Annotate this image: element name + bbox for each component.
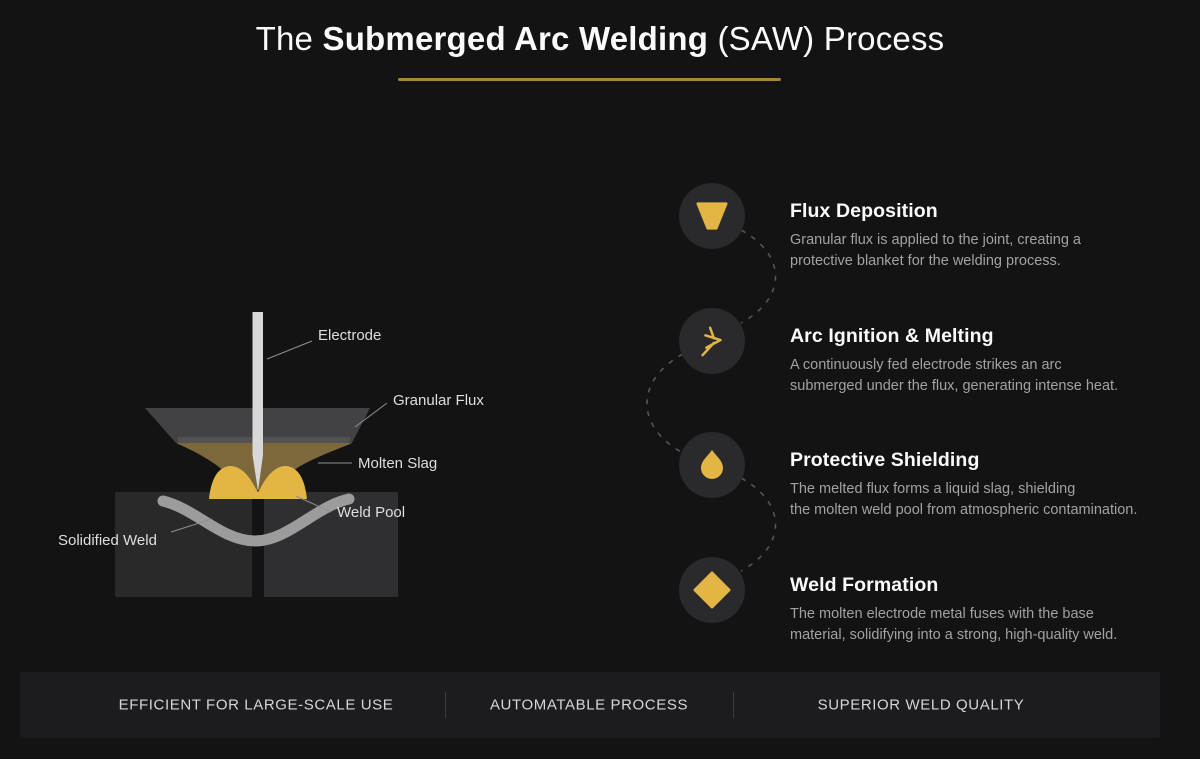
step-description-line: submerged under the flux, generating int…	[790, 377, 1119, 394]
electrode-label: Electrode	[318, 327, 381, 344]
step-flux-deposition: Flux Deposition Granular flux is applied…	[679, 183, 1081, 271]
step-title: Weld Formation	[790, 574, 939, 596]
footer-divider	[445, 692, 446, 718]
step-description: The molten electrode metal fuses with th…	[790, 604, 1117, 645]
step-protective-shielding: Protective Shielding The melted flux for…	[679, 432, 1137, 520]
benefit-automatable: AUTOMATABLE PROCESS	[489, 696, 689, 714]
molten-slag-label: Molten Slag	[358, 455, 437, 472]
title-prefix: The	[255, 20, 323, 57]
electrode-leader-line	[266, 340, 313, 360]
title-suffix: (SAW) Process	[708, 20, 945, 57]
solidified-weld-label: Solidified Weld	[58, 532, 157, 549]
weld-diamond-icon	[693, 571, 731, 609]
step-2-text: Arc Ignition & Melting A continuously fe…	[790, 308, 1118, 396]
granular-flux-edge	[178, 437, 350, 443]
step-description-line: The melted flux forms a liquid slag, shi…	[790, 481, 1076, 497]
benefit-large-scale: EFFICIENT FOR LARGE-SCALE USE	[118, 696, 394, 714]
step-title: Protective Shielding	[790, 449, 980, 471]
step-title: Flux Deposition	[790, 200, 938, 222]
footer-divider	[733, 692, 734, 718]
step-description-line: A continuously fed electrode strikes an …	[790, 357, 1062, 373]
step-description-line: Granular flux is applied to the joint, c…	[790, 232, 1081, 248]
solidified-weld-bead	[157, 493, 355, 547]
title-highlight: Submerged Arc Welding	[322, 20, 709, 57]
benefits-bar: EFFICIENT FOR LARGE-SCALE USE AUTOMATABL…	[20, 672, 1160, 738]
dashed-connector-2	[646, 353, 684, 454]
molten-slag-shape	[176, 443, 352, 491]
flux-funnel-icon	[696, 202, 728, 230]
dashed-connector-1	[740, 229, 777, 324]
step-description-line: material, solidifying into a strong, hig…	[790, 626, 1118, 643]
step-description-line: The molten electrode metal fuses with th…	[790, 606, 1094, 622]
electrode-shape	[252, 312, 263, 491]
step-1-text: Flux Deposition Granular flux is applied…	[790, 183, 1081, 271]
benefit-weld-quality: SUPERIOR WELD QUALITY	[817, 696, 1025, 714]
step-description: A continuously fed electrode strikes an …	[790, 355, 1118, 396]
step-3-text: Protective Shielding The melted flux for…	[790, 432, 1137, 520]
weld-pool-leader-line	[295, 495, 332, 513]
step-title: Arc Ignition & Melting	[790, 325, 994, 347]
step-description: Granular flux is applied to the joint, c…	[790, 230, 1081, 271]
title-underline	[398, 78, 781, 81]
step-2-circle	[679, 308, 745, 374]
weld-pool-shape	[209, 465, 307, 499]
step-3-circle	[679, 432, 745, 498]
step-4-text: Weld Formation The molten electrode meta…	[790, 557, 1117, 645]
granular-flux-leader-line	[354, 402, 388, 428]
step-1-circle	[679, 183, 745, 249]
granular-flux-label: Granular Flux	[393, 392, 484, 409]
arc-spark-icon	[701, 326, 722, 357]
dashed-connector-3	[740, 477, 777, 572]
step-description-line: protective blanket for the welding proce…	[790, 252, 1061, 269]
step-description: The melted flux forms a liquid slag, shi…	[790, 479, 1137, 520]
slag-droplet-icon	[701, 450, 723, 479]
solidified-weld-leader-line	[170, 518, 213, 533]
step-4-circle	[679, 557, 745, 623]
step-weld-formation: Weld Formation The molten electrode meta…	[679, 557, 1117, 645]
step-arc-ignition: Arc Ignition & Melting A continuously fe…	[679, 308, 1118, 396]
page-title: The Submerged Arc Welding (SAW) Process	[0, 20, 1200, 58]
weld-pool-label: Weld Pool	[337, 504, 405, 521]
step-description-line: the molten weld pool from atmospheric co…	[790, 501, 1138, 518]
